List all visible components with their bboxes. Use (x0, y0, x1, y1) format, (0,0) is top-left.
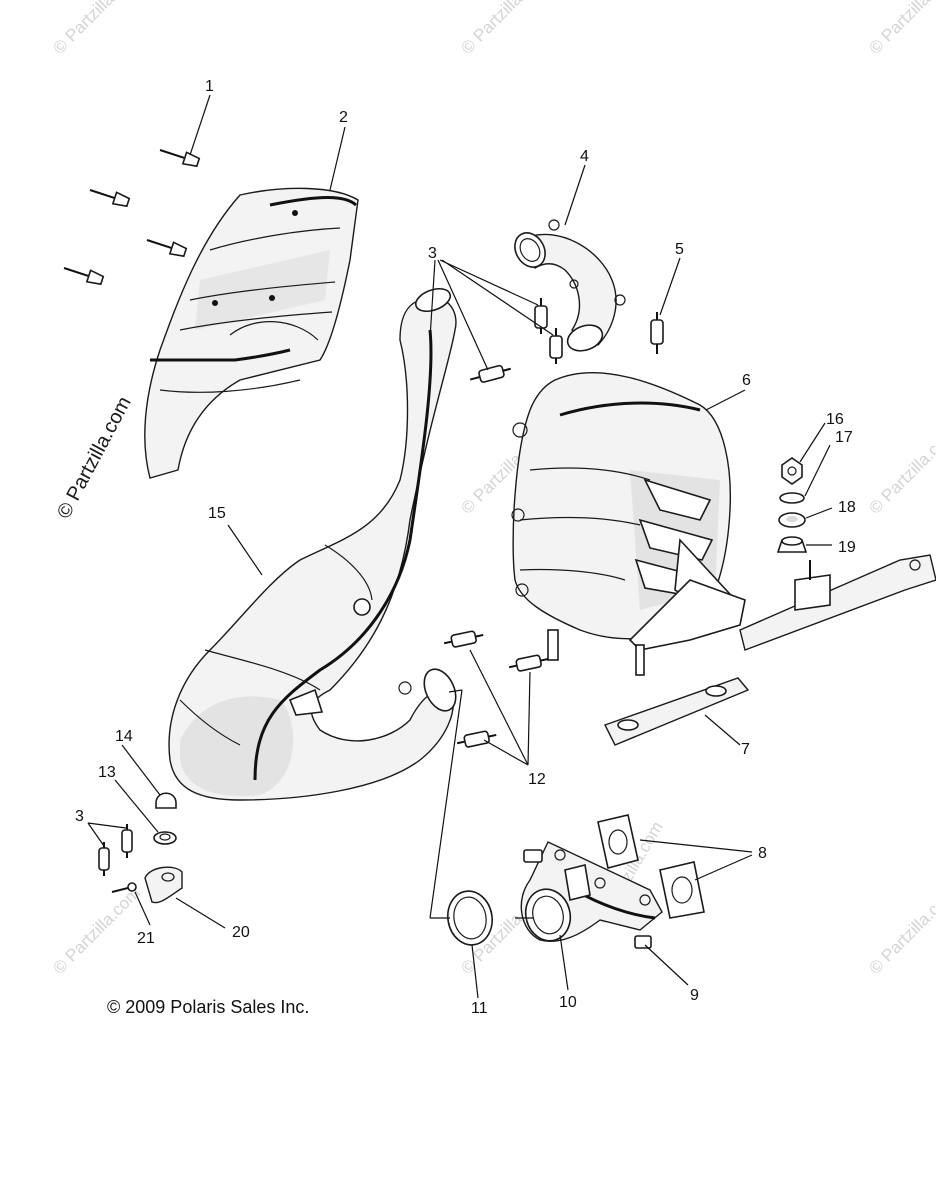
muffler-part-6 (511, 372, 746, 676)
leader-lines (87, 94, 833, 999)
callout-7: 7 (741, 741, 750, 758)
gasket-part-11 (447, 890, 493, 946)
expansion-chamber-part-15 (168, 287, 457, 801)
callout-8: 8 (758, 845, 767, 862)
callout-5: 5 (675, 241, 684, 258)
callout-4: 4 (580, 148, 589, 165)
callout-17: 17 (835, 429, 853, 446)
grommets-part-12 (443, 630, 549, 748)
callout-6: 6 (742, 372, 751, 389)
copyright-notice: © 2009 Polaris Sales Inc. (107, 997, 309, 1017)
callout-9: 9 (690, 987, 699, 1004)
callout-15: 15 (208, 505, 226, 522)
exhaust-manifold-part-10 (520, 841, 663, 942)
bracket-part-20 (144, 866, 183, 904)
callout-10: 10 (559, 994, 577, 1011)
screw-part-21 (111, 882, 137, 893)
watermark-3: © Partzilla.com (865, 0, 936, 58)
callout-labels: 1 2 3 4 5 6 7 8 9 10 11 12 13 14 15 16 1… (75, 78, 856, 1017)
gaskets-part-8 (597, 814, 705, 919)
callout-20: 20 (232, 924, 250, 941)
callout-18: 18 (838, 499, 856, 516)
watermark-dark: © Partzilla.com (53, 393, 136, 522)
watermark-6: © Partzilla.com (49, 883, 143, 977)
watermark-8: © Partzilla.com (865, 883, 936, 977)
callout-13: 13 (98, 764, 116, 781)
callout-19: 19 (838, 539, 856, 556)
cap-part-14 (155, 792, 177, 809)
callout-11: 11 (471, 1000, 488, 1017)
callout-3-lower: 3 (75, 808, 84, 825)
heat-shield-part-2 (144, 187, 359, 479)
callout-3-upper: 3 (428, 245, 437, 262)
grommets-part-3-lower (98, 824, 133, 876)
push-rivets-part-1 (63, 149, 201, 286)
frame-strap (739, 554, 936, 651)
watermark-1: © Partzilla.com (49, 0, 143, 58)
callout-21: 21 (137, 930, 155, 947)
watermark-2: © Partzilla.com (457, 0, 551, 58)
callout-14: 14 (115, 728, 133, 745)
bolts-part-9 (523, 849, 652, 949)
watermark-5: © Partzilla.com (865, 423, 936, 517)
mounting-plate-part-7 (604, 677, 750, 746)
callout-12: 12 (528, 771, 546, 788)
callout-2: 2 (339, 109, 348, 126)
callout-1: 1 (205, 78, 214, 95)
washer-part-13 (153, 831, 177, 845)
watermarks: © Partzilla.com © Partzilla.com © Partzi… (49, 0, 936, 978)
coupler-pipe-part-4 (514, 219, 626, 352)
callout-16: 16 (826, 411, 844, 428)
grommet-part-5 (650, 312, 664, 354)
hardware-parts-16-19 (776, 457, 808, 553)
